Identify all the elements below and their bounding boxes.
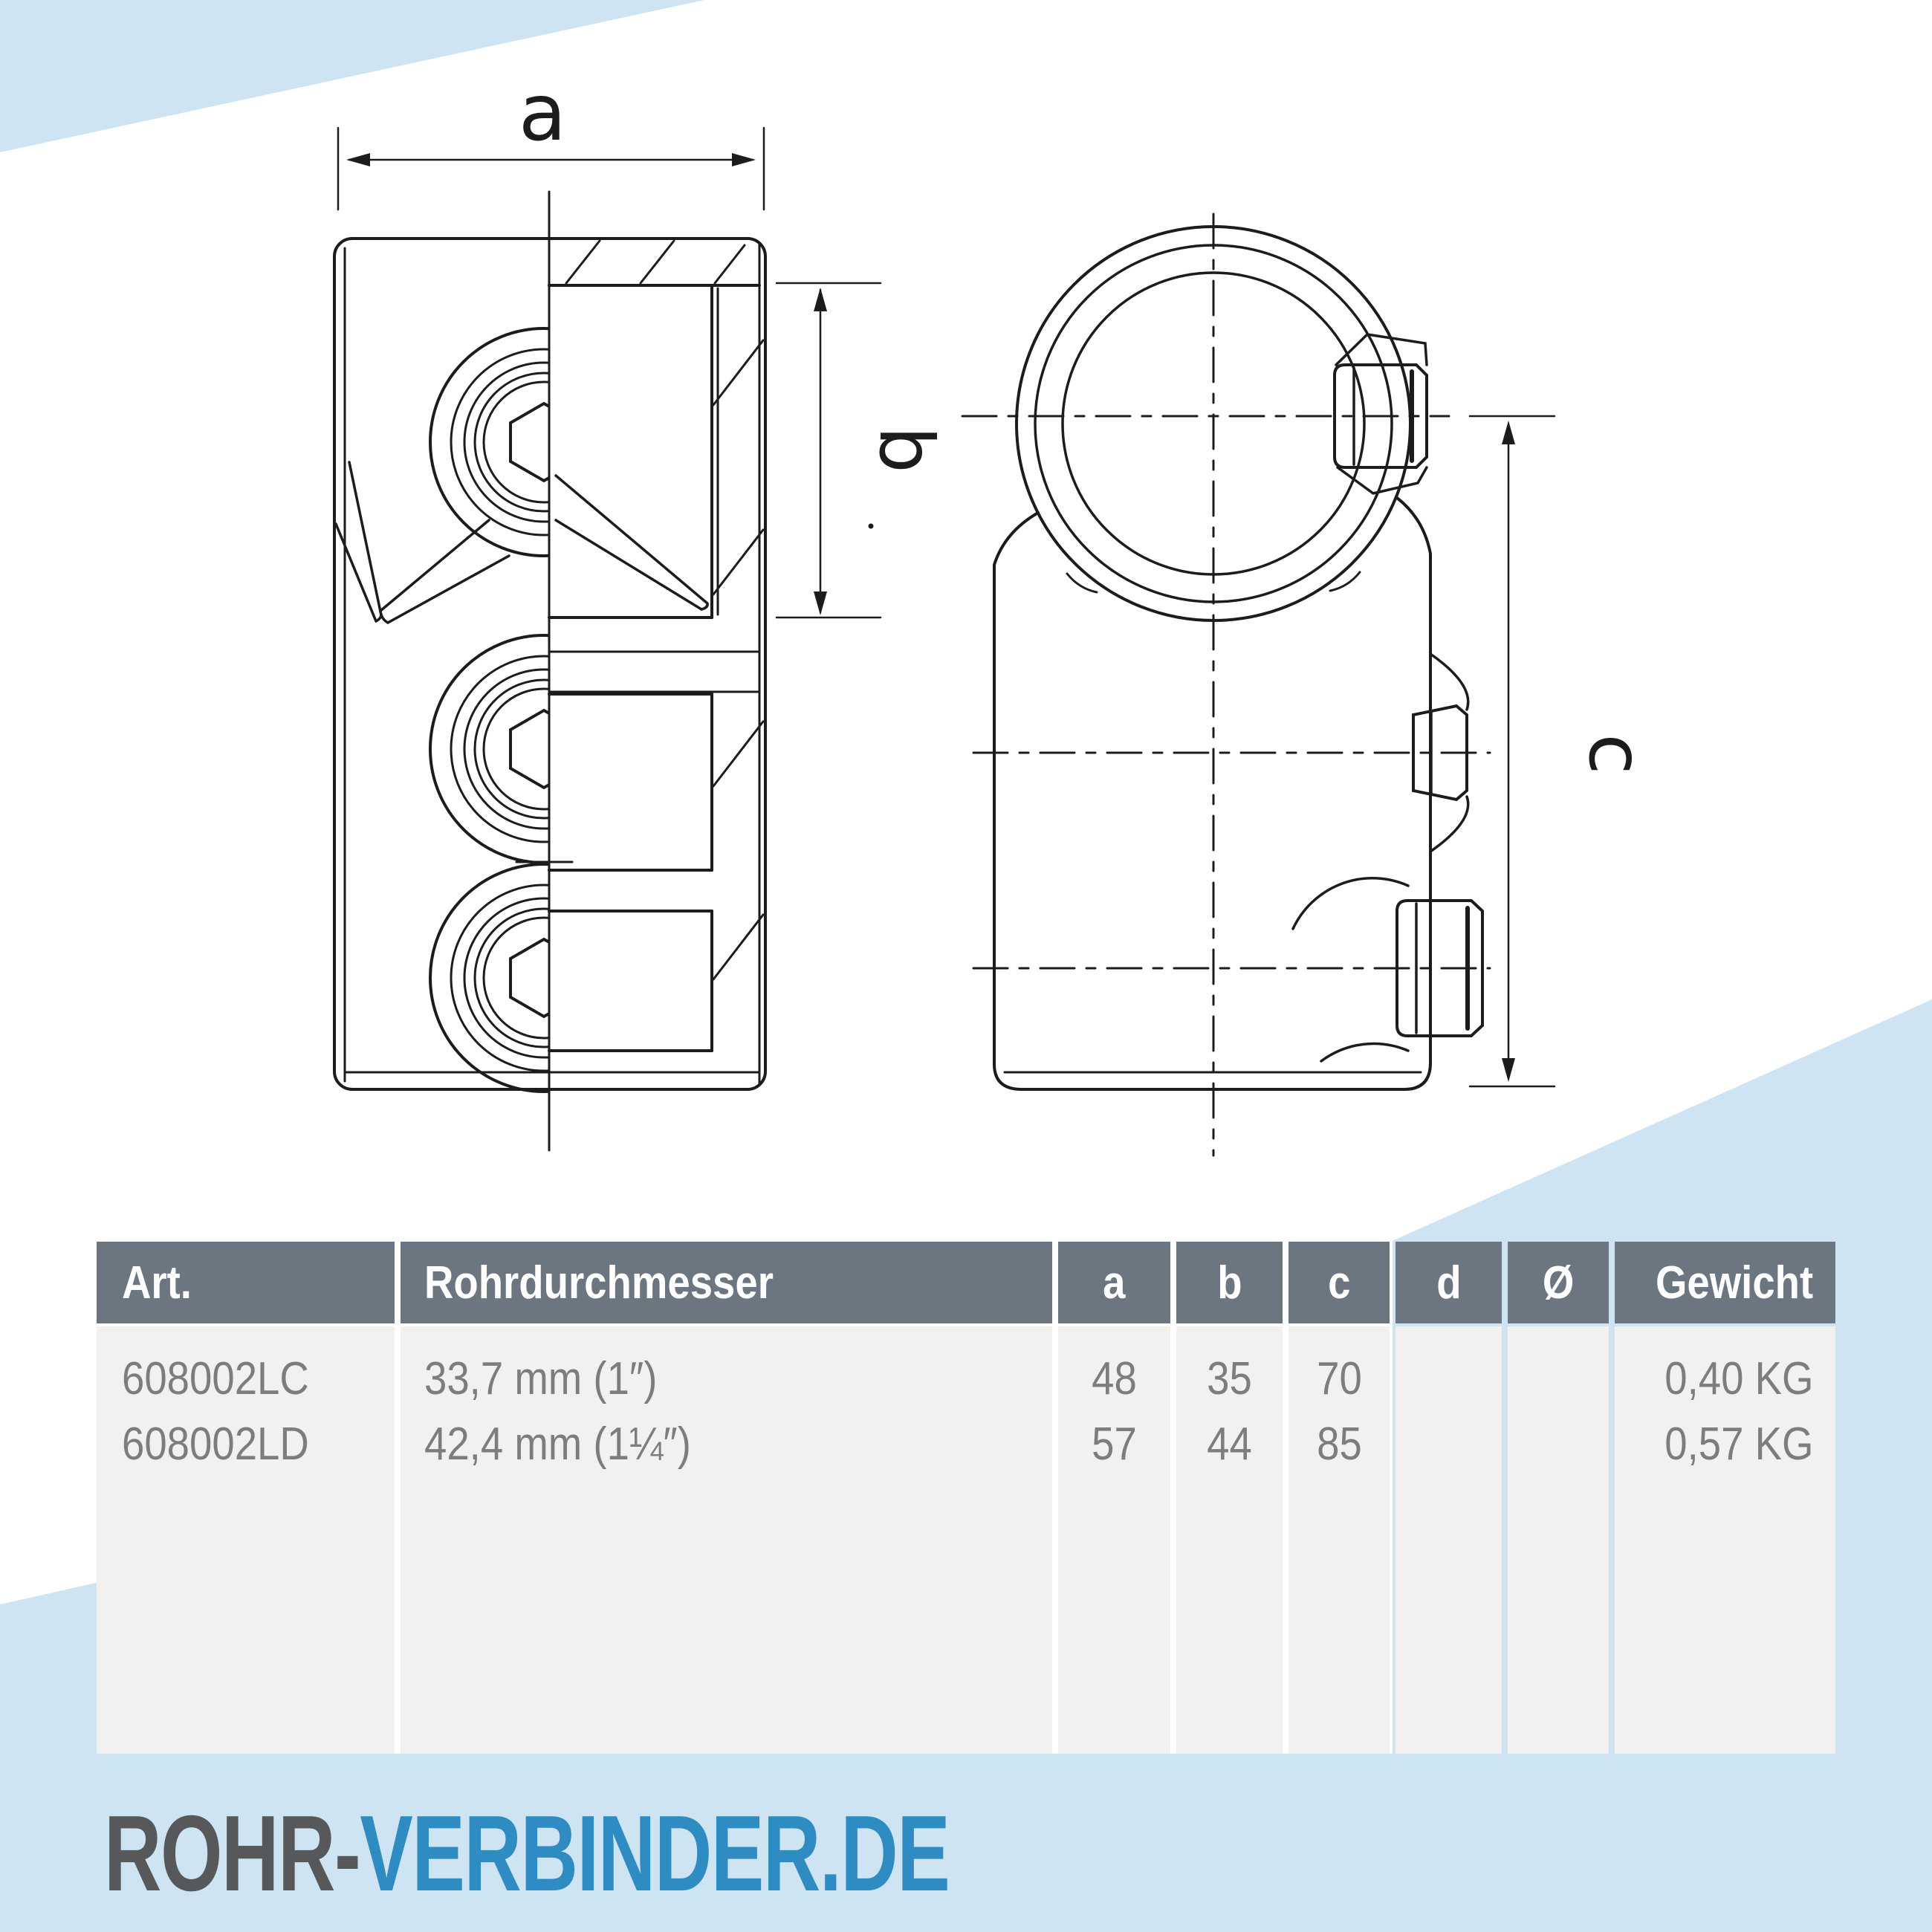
col-b: b 35 44	[1176, 1242, 1283, 1754]
header-rohrdurchmesser: Rohrdurchmesser	[401, 1242, 1052, 1323]
col-rohrdurchmesser: Rohrdurchmesser 33,7 mm (1″) 42,4 mm (1¼…	[401, 1242, 1052, 1754]
dimension-c	[1468, 415, 1556, 1088]
table-row	[1395, 1346, 1502, 1411]
header-d: d	[1395, 1242, 1502, 1323]
hatching-top	[565, 239, 746, 285]
logo-text-gray: ROHR-	[104, 1793, 361, 1913]
set-screw-cones	[334, 461, 709, 624]
table-row: 35	[1207, 1352, 1252, 1404]
table-row: 42,4 mm (1¼″)	[424, 1418, 691, 1470]
socket-screws	[429, 327, 550, 1093]
table-row: 0,40 KG	[1664, 1352, 1813, 1404]
site-logo: ROHR-VERBINDER.DE	[104, 1800, 950, 1907]
table-row: 57	[1092, 1418, 1137, 1470]
side-boss-middle	[1412, 652, 1470, 853]
technical-drawing: a b	[333, 68, 1659, 1157]
side-boss-bottom	[1291, 877, 1484, 1063]
table-row: 70	[1316, 1352, 1362, 1404]
header-art: Art.	[97, 1242, 395, 1323]
dim-b-label: b	[863, 426, 950, 473]
table-row: 608002LD	[122, 1418, 309, 1470]
table-row: 85	[1316, 1418, 1362, 1470]
table-row: 44	[1207, 1418, 1252, 1470]
dimension-a	[337, 126, 765, 211]
col-c: c 70 85	[1288, 1242, 1390, 1754]
table-row: 0,57 KG	[1664, 1418, 1813, 1470]
col-a: a 48 57	[1058, 1242, 1170, 1754]
col-d: d	[1395, 1242, 1502, 1754]
col-gewicht: Gewicht 0,40 KG 0,57 KG	[1615, 1242, 1835, 1754]
header-a: a	[1058, 1242, 1170, 1323]
header-c: c	[1288, 1242, 1390, 1323]
dim-a-label: a	[519, 68, 566, 158]
side-view: c	[961, 213, 1659, 1157]
header-durchmesser: Ø	[1508, 1242, 1609, 1323]
hatching-right-wall	[712, 339, 765, 981]
screw-bottom	[429, 863, 550, 1093]
dimension-b	[775, 282, 882, 619]
col-art: Art. 608002LC 608002LD	[97, 1242, 395, 1754]
col-durchmesser: Ø	[1508, 1242, 1609, 1754]
table-row	[1508, 1411, 1609, 1476]
table-row	[1508, 1346, 1609, 1411]
table-row: 608002LC	[122, 1352, 309, 1404]
side-centerlines	[961, 213, 1491, 1157]
table-row	[1395, 1411, 1502, 1476]
table-row: 48	[1092, 1352, 1137, 1404]
header-b: b	[1176, 1242, 1283, 1323]
dim-c-label: c	[1572, 734, 1659, 775]
footer-accent-band	[0, 1754, 1932, 1932]
corner-accent-left	[0, 1582, 97, 1754]
logo-text-blue: VERBINDER.DE	[360, 1793, 950, 1913]
front-view: a b	[333, 68, 950, 1152]
screw-middle	[429, 634, 550, 864]
table-row: 33,7 mm (1″)	[424, 1352, 658, 1404]
spec-table: Art. 608002LC 608002LD Rohrdurchmesser 3…	[97, 1242, 1835, 1754]
drawing-speck	[868, 523, 874, 529]
screw-top	[429, 327, 550, 557]
header-gewicht: Gewicht	[1615, 1242, 1835, 1323]
